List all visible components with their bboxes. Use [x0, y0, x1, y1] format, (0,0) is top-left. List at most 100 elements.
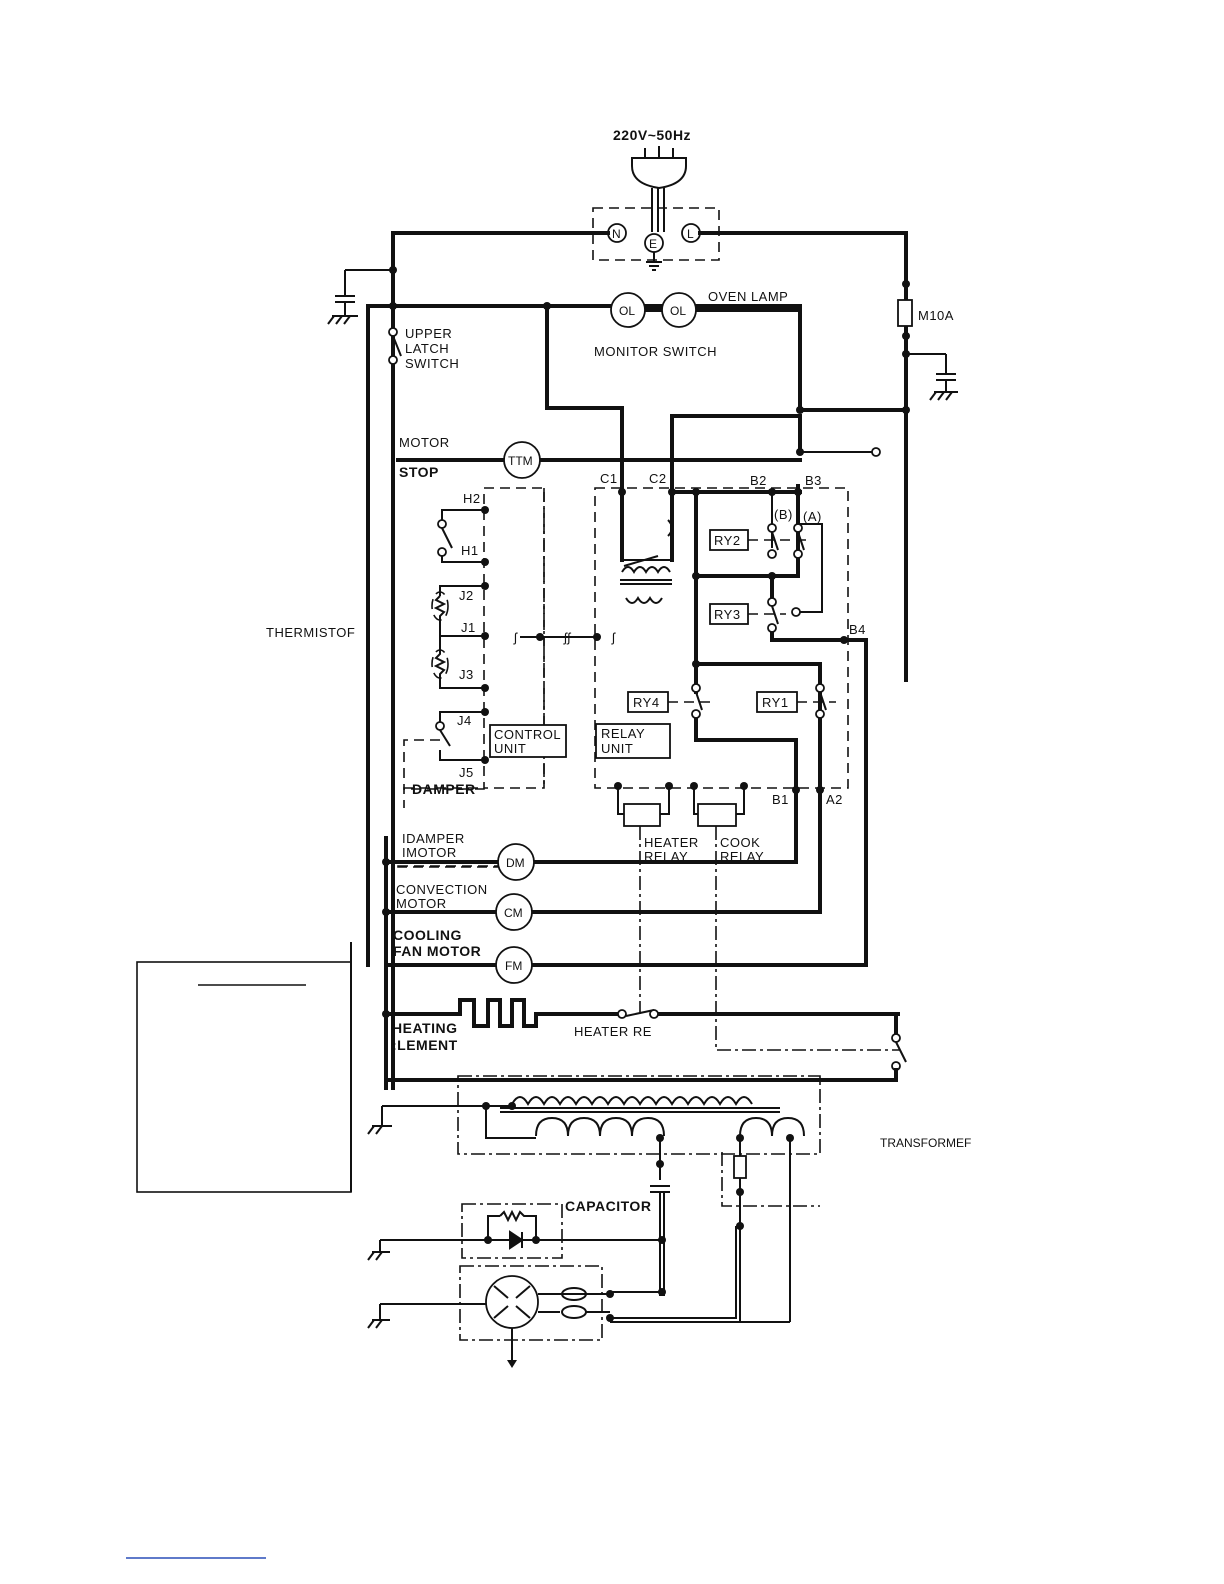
relay-unit-tag [595, 723, 671, 759]
switch-contact [437, 547, 447, 557]
junction-dot [656, 1134, 664, 1142]
cooling-fan-motor-label-1: COOLING [393, 927, 462, 943]
terminal-a2-label: A2 [826, 792, 843, 807]
upper-latch-switch-label-2: LATCH [405, 341, 449, 356]
terminal-h2-label: H2 [463, 491, 481, 506]
unit-link: ʃ ʃʃ ʃ [513, 630, 616, 645]
relay-ry1-label: RY1 [762, 695, 789, 710]
cook-relay-contact-icon [891, 1012, 907, 1071]
convection-motor-label-1: CONVECTION [396, 882, 488, 897]
junction-dot [484, 1236, 492, 1244]
test-point [871, 447, 881, 457]
monitor-switch-label: MONITOR SWITCH [594, 344, 717, 359]
upper-latch-switch-label-1: UPPER [405, 326, 452, 341]
oven-lamp-1-symbol: OL [619, 304, 635, 318]
terminal-j3-label: J3 [459, 667, 474, 682]
supply-label: 220V~50Hz [613, 127, 691, 143]
terminal-b1-label: B1 [772, 792, 789, 807]
cooling-fan-motor-label-2: FAN MOTOR [393, 943, 481, 959]
hv-diode-icon [367, 1209, 664, 1261]
ry2-contacts [767, 523, 805, 559]
damper-switch-contact [435, 721, 445, 731]
turntable-motor [503, 441, 541, 479]
junction-dot [736, 1134, 744, 1142]
terminal-b4-label: B4 [849, 622, 866, 637]
terminal-c2-label: C2 [649, 471, 667, 486]
cook-relay-label-1: COOK [720, 835, 760, 850]
control-unit-label-2: UNIT [494, 741, 526, 756]
junction-dot [389, 302, 397, 310]
control-unit-label-1: CONTROL [494, 727, 561, 742]
cooling-fan-motor-symbol: FM [505, 959, 522, 973]
terminal-c1-label: C1 [600, 471, 618, 486]
turntable-motor-symbol: TTM [508, 454, 533, 468]
relay-unit-label-2: UNIT [601, 741, 633, 756]
damper-motor-symbol: DM [506, 856, 525, 870]
ry1-contacts [815, 683, 827, 719]
convection-motor-label-2: MOTOR [396, 896, 447, 911]
transformer-label: TRANSFORMEF [880, 1136, 971, 1150]
damper-motor-label-2: IMOTOR [402, 845, 457, 860]
terminal-h1-label: H1 [461, 543, 479, 558]
junction-dot [382, 858, 390, 866]
earth-ground-icon [646, 252, 662, 271]
heater-relay-contact [617, 1009, 627, 1019]
fuse-label: M10A [918, 308, 954, 323]
junction-dot [658, 1236, 666, 1244]
terminal-n-label: N [612, 227, 621, 241]
relay-ry2-label: RY2 [714, 533, 741, 548]
hv-capacitor-icon [650, 1185, 670, 1296]
ry4-contacts [691, 683, 703, 719]
junction-dot [606, 1314, 614, 1322]
convection-motor-symbol: CM [504, 906, 523, 920]
damper-motor [497, 843, 535, 881]
stop-label: STOP [399, 464, 439, 480]
junction-dot [902, 406, 910, 414]
thermistor-1-icon [431, 591, 449, 621]
heater-relay-coil [623, 803, 661, 827]
junction-dot [902, 280, 910, 288]
contact-a-label: (A) [803, 509, 822, 524]
damper-box-edge [403, 787, 485, 790]
upper-latch-switch-label-3: SWITCH [405, 356, 459, 371]
thermistor-2-icon [431, 649, 449, 679]
magnetron-icon [367, 1275, 610, 1368]
terminal-l-label: L [687, 227, 694, 241]
capacitor-label: CAPACITOR [565, 1198, 651, 1214]
hv-fuse-icon [733, 1155, 747, 1179]
supply-wiring [366, 231, 908, 1090]
relay-transformer-icon [620, 519, 673, 604]
switch-contact [437, 519, 447, 529]
terminal-j5-label: J5 [459, 765, 474, 780]
heater-relay-contact-label: HEATER RE [574, 1024, 652, 1039]
transformer-icon [367, 1096, 805, 1322]
junction-dot [656, 1160, 664, 1168]
heating-element-label-2: :LEMENT [392, 1037, 458, 1053]
motor-label: MOTOR [399, 435, 450, 450]
oven-lamp-2-symbol: OL [670, 304, 686, 318]
hv-fuse-box [721, 1152, 820, 1207]
convection-motor [495, 893, 533, 931]
junction-dot [736, 1222, 744, 1230]
return-wire [384, 1068, 898, 1082]
junction-dot [532, 1236, 540, 1244]
relay-unit-label-1: RELAY [601, 726, 645, 741]
terminal-b2-label: B2 [750, 473, 767, 488]
control-unit-tag [489, 724, 567, 758]
cook-relay-coil [697, 803, 737, 827]
svg-text:ʃ: ʃ [611, 630, 616, 645]
legend-panel [136, 961, 352, 1193]
relay-ry3-label: RY3 [714, 607, 741, 622]
thermistor-label: THERMISTOF [266, 625, 355, 640]
damper-motor-label-1: IDAMPER [402, 831, 465, 846]
oven-lamp-label: OVEN LAMP [708, 289, 788, 304]
cooling-fan-motor [495, 946, 533, 984]
transformer-box [457, 1075, 821, 1155]
junction-dot [606, 1290, 614, 1298]
svg-text:ʃ: ʃ [513, 630, 518, 645]
ry3-contacts [767, 597, 801, 633]
heating-element-icon [384, 998, 900, 1028]
junction-dot [658, 1288, 666, 1296]
junction-dot [736, 1188, 744, 1196]
